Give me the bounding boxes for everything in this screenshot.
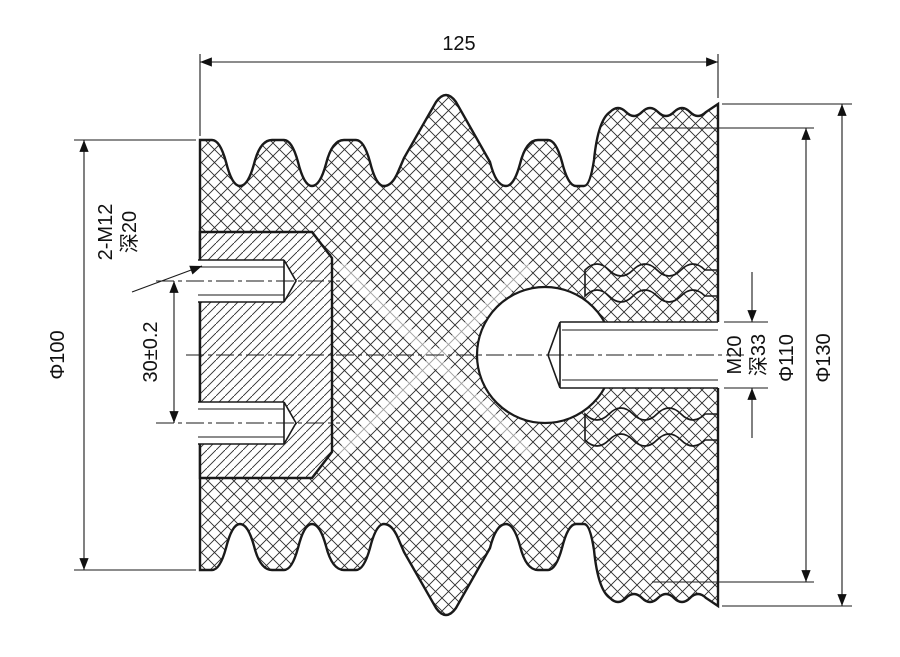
dim-flange-diameter-text: Φ130 [813,333,835,382]
dimension-overall-length: 125 [199,33,719,136]
m12-upper-minor-thread-lines [198,266,284,296]
dim-left-diameter-text: Φ100 [47,330,69,379]
m20-hole-minor-thread-lines [562,329,718,381]
m12-lower-minor-thread-lines [198,408,284,438]
m20-threaded-hole [547,321,722,389]
left-thread-depth-text: 深20 [118,211,141,253]
dimension-left-diameter: Φ100 [47,139,196,571]
right-thread-depth-text: 深33 [747,334,770,376]
dim-hole-spacing-text: 30±0.2 [140,321,162,382]
centerlines [156,280,744,424]
insulator-section [156,93,744,617]
ripple-band-lower [584,407,719,447]
dimension-hole-spacing: 30±0.2 [140,281,179,423]
watermark-cross [336,261,534,459]
left-thread-spec-text: 2-M12 [95,204,117,261]
m12-lower-major-lines [198,401,297,445]
m12-upper-major-lines [198,259,297,303]
label-left-thread: 2-M12 深20 [95,204,203,293]
left-thread-leader [131,265,203,293]
m20-hole-void [548,322,722,388]
dim-overall-length-text: 125 [442,33,475,55]
dimension-flange-diameter: Φ130 [722,103,852,607]
dimension-shed-diameter: Φ110 [652,127,814,583]
ripple-band-upper [584,263,719,303]
m20-hole-major-lines [547,321,718,389]
label-right-thread: M20 深33 [724,272,770,438]
right-thread-spec-text: M20 [724,336,746,375]
dim-shed-diameter-text: Φ110 [776,334,798,382]
flange-shed-ripples [584,263,719,447]
